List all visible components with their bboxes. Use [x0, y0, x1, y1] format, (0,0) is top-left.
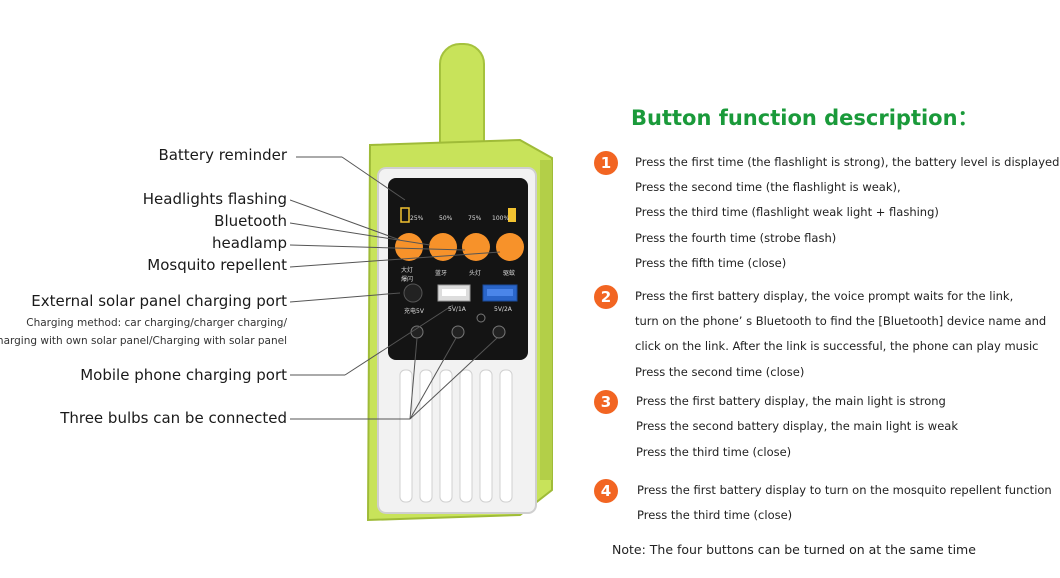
label-battery-reminder: Battery reminder: [158, 146, 287, 164]
section-4-badge: 4: [594, 479, 618, 503]
label-headlamp: headlamp: [212, 234, 287, 252]
section-3-line-3: Press the third time (close): [636, 445, 792, 459]
button-caption-2: 蓝牙: [435, 270, 448, 277]
section-3-line-2: Press the second battery display, the ma…: [636, 419, 958, 433]
port-caption-3: 5V/2A: [494, 306, 512, 313]
button-4: [496, 233, 524, 261]
button-caption-3: 头灯: [469, 270, 482, 277]
control-panel: [388, 178, 528, 360]
label-charging-method-2: Charging with own solar panel/Charging w…: [0, 335, 287, 347]
body-right-edge: [540, 160, 552, 480]
section-2-line-4: Press the second time (close): [635, 365, 805, 379]
label-mosquito-repellent: Mosquito repellent: [147, 256, 287, 274]
label-three-bulbs: Three bulbs can be connected: [60, 409, 287, 427]
label-headlights-flashing: Headlights flashing: [142, 190, 287, 208]
section-2-badge: 2: [594, 285, 618, 309]
port-caption-2: 5V/1A: [448, 306, 466, 313]
label-solar-port: External solar panel charging port: [31, 292, 287, 310]
section-1-badge: 1: [594, 151, 618, 175]
section-4-line-2: Press the third time (close): [637, 508, 793, 522]
section-1-line-5: Press the fifth time (close): [635, 256, 787, 270]
section-1-line-4: Press the fourth time (strobe flash): [635, 231, 837, 245]
battery-level-100: 100%: [492, 215, 510, 222]
button-2: [429, 233, 457, 261]
cover-ribs: [399, 369, 513, 503]
section-1-line-2: Press the second time (the flashlight is…: [635, 180, 901, 194]
label-mobile-port: Mobile phone charging port: [80, 366, 287, 384]
section-2-line-3: click on the link. After the link is suc…: [635, 339, 1039, 353]
label-charging-method-1: Charging method: car charging/charger ch…: [26, 317, 287, 329]
battery-level-75: 75%: [468, 215, 482, 222]
bulb-port-2: [451, 325, 465, 339]
button-caption-1: 大灯 爆闪: [401, 267, 414, 283]
port-caption-1: 充电5V: [404, 308, 424, 315]
section-2-line-1: Press the first battery display, the voi…: [635, 289, 1014, 303]
button-1: [395, 233, 423, 261]
device-illustration: [290, 43, 553, 522]
button-caption-4: 驱蚊: [503, 270, 516, 277]
section-3-line-1: Press the first battery display, the mai…: [636, 394, 946, 408]
section-4-line-1: Press the first battery display to turn …: [637, 483, 1052, 497]
section-2-line-2: turn on the phone’ s Bluetooth to find t…: [635, 314, 1047, 328]
section-3-badge: 3: [594, 390, 618, 414]
note-text: Note: The four buttons can be turned on …: [612, 542, 976, 557]
section-1-line-1: Press the first time (the flashlight is …: [635, 155, 1060, 169]
bulb-port-3: [492, 325, 506, 339]
label-bluetooth: Bluetooth: [214, 212, 287, 230]
solar-port-hole: [403, 283, 423, 303]
battery-level-25: 25%: [410, 215, 424, 222]
section-1-line-3: Press the third time (flashlight weak li…: [635, 205, 939, 219]
button-3: [462, 233, 490, 261]
description-title: Button function description：: [631, 106, 979, 130]
battery-level-50: 50%: [439, 215, 453, 222]
